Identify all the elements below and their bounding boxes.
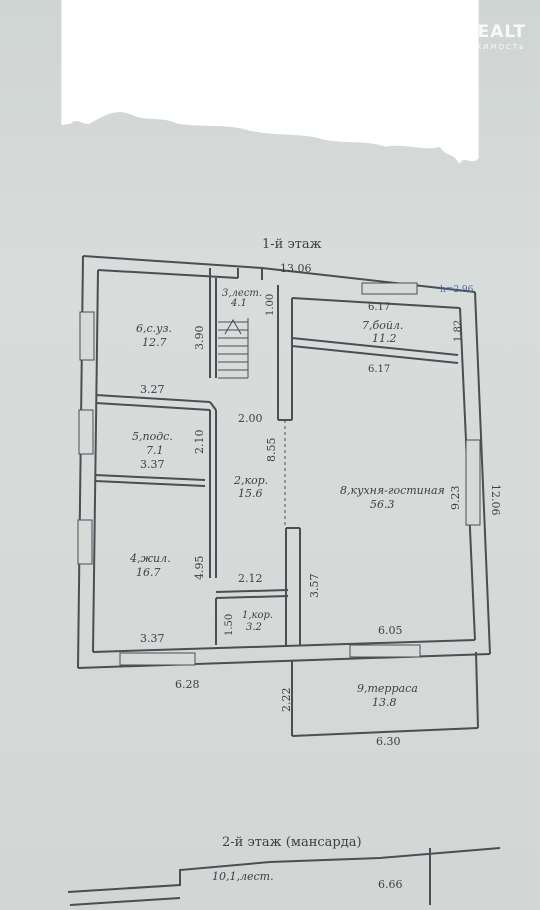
room-area-stairs: 4.1: [230, 298, 247, 309]
dim-overall-depth: 12.06: [489, 484, 502, 516]
dim-3-90: 3.90: [193, 326, 206, 351]
watermark-brand: ONREALT: [432, 22, 526, 42]
room-area-terrace: 13.8: [372, 696, 397, 709]
room-name-kitchen: 8,кухня-гостиная: [340, 484, 445, 497]
floor1-title: 1-й этаж: [262, 237, 322, 252]
dim-3-27: 3.27: [140, 383, 165, 396]
watermark-logo: ONREALT НЕДВИЖИМОСТЬ: [433, 22, 526, 51]
room-name-corridor2: 2,кор.: [233, 474, 268, 487]
dim-bottom-left: 6.28: [175, 678, 200, 691]
room-name-terrace: 9,терраса: [357, 682, 418, 695]
windows: [77, 282, 481, 666]
room-area-living: 16.7: [136, 566, 161, 579]
stair-steps: [218, 318, 249, 379]
home-icon: [358, 22, 380, 44]
room-area-utility: 7.1: [146, 444, 164, 457]
floor2-title: 2-й этаж (мансарда): [222, 835, 362, 850]
dim-6-17-mid: 6.17: [368, 364, 390, 375]
room-area-wc: 12.7: [142, 336, 167, 349]
dim-1-00: 1.00: [265, 294, 276, 316]
room-name-stairs: 3,лест.: [222, 288, 262, 299]
dim-9-23: 9.23: [449, 486, 462, 511]
room-name-boiler: 7,бойл.: [362, 319, 403, 332]
room-area-kitchen: 56.3: [370, 498, 395, 511]
dim-2-10: 2.10: [193, 430, 206, 455]
dim-1-50: 1.50: [224, 614, 235, 636]
dim-2-00: 2.00: [238, 412, 263, 425]
floor2-room-label: 10,1,лест.: [212, 870, 274, 883]
room-area-boiler: 11.2: [372, 332, 397, 345]
dim-6-30: 6.30: [376, 735, 401, 748]
dim-4-95: 4.95: [193, 556, 206, 581]
room-area-corridor1: 3.2: [246, 622, 262, 633]
dim-2-12: 2.12: [238, 572, 263, 585]
dim-3-37-bot: 3.37: [140, 632, 165, 645]
dim-8-55: 8.55: [265, 438, 278, 463]
watermark-sub: НЕДВИЖИМОСТЬ: [438, 43, 526, 51]
dim-overall-width: 13.06: [280, 262, 312, 275]
dim-3-57: 3.57: [308, 574, 321, 599]
room-name-utility: 5,подс.: [132, 430, 173, 443]
walls-floor2: [67, 847, 501, 906]
room-name-corridor1: 1,кор.: [242, 610, 273, 621]
room-name-living: 4,жил.: [129, 552, 171, 565]
dim-1-82: 1.82: [453, 320, 464, 342]
dim-3-37-mid: 3.37: [140, 458, 165, 471]
dim-6-05: 6.05: [378, 624, 403, 637]
room-area-corridor2: 15.6: [238, 487, 263, 500]
dim-2-22: 2.22: [280, 688, 293, 713]
floor2-dim: 6.66: [378, 878, 403, 891]
room-name-wc: 6,с.уз.: [136, 322, 172, 335]
walls: [77, 255, 491, 737]
ceiling-height: h=2.96: [440, 285, 474, 295]
dim-6-17-top: 6.17: [368, 302, 390, 313]
